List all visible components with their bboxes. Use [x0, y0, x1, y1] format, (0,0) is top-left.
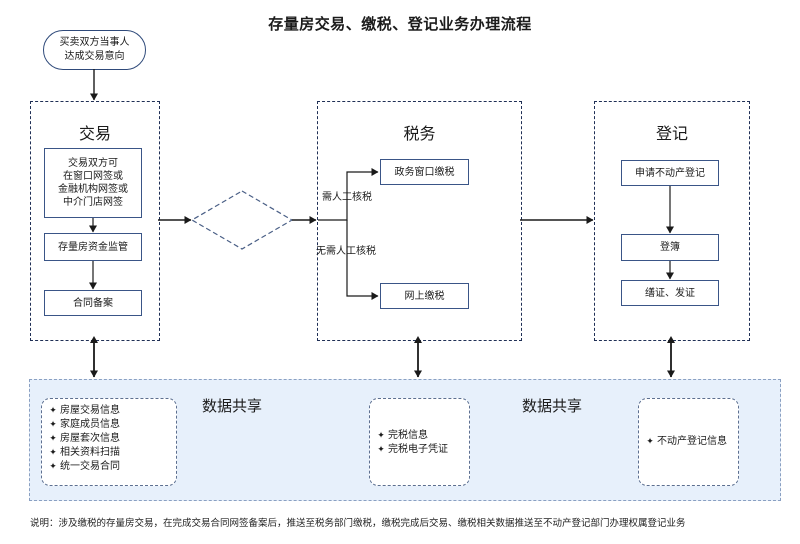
footnote: 说明：涉及缴税的存量房交易，在完成交易合同网签备案后，推送至税务部门缴税，缴税完…: [30, 518, 686, 529]
online-tax-box: 网上缴税: [380, 283, 469, 309]
diamond-bullet-icon: ✦: [646, 437, 654, 447]
trade-data-item: ✦相关资料扫描: [46, 446, 172, 460]
decision-label: 交易缴税: [222, 213, 262, 224]
fund-supervision-box: 存量房资金监管: [44, 233, 142, 261]
diamond-bullet-icon: ✦: [49, 462, 57, 472]
trade-data-box: ✦房屋交易信息 ✦家庭成员信息 ✦房屋套次信息 ✦相关资料扫描 ✦统一交易合同: [41, 398, 177, 486]
data-sharing-panel: 数据共享 数据共享 ✦房屋交易信息 ✦家庭成员信息 ✦房屋套次信息 ✦相关资料扫…: [29, 379, 781, 501]
diamond-bullet-icon: ✦: [49, 434, 57, 444]
auto-tax-label: 无需人工核税: [316, 246, 376, 257]
contract-filing-box: 合同备案: [44, 290, 142, 316]
trade-data-item: ✦家庭成员信息: [46, 418, 172, 432]
start-node: 买卖双方当事人 达成交易意向: [43, 30, 146, 70]
window-tax-box: 政务窗口缴税: [380, 159, 469, 185]
sign-line-1: 交易双方可: [68, 158, 118, 169]
diamond-bullet-icon: ✦: [377, 431, 385, 441]
trade-data-item: ✦房屋套次信息: [46, 432, 172, 446]
register-section-title: 登记: [655, 124, 688, 143]
diamond-bullet-icon: ✦: [377, 445, 385, 455]
sign-contract-box: 交易双方可 在窗口网签或 金融机构网签或 中介门店网签: [44, 148, 142, 218]
trade-data-item: ✦统一交易合同: [46, 460, 172, 474]
start-line-1: 买卖双方当事人: [59, 37, 130, 48]
diamond-bullet-icon: ✦: [49, 406, 57, 416]
diamond-bullet-icon: ✦: [49, 420, 57, 430]
apply-register-box: 申请不动产登记: [621, 160, 719, 186]
trade-section-title: 交易: [78, 124, 111, 143]
sign-line-3: 金融机构网签或: [58, 184, 128, 195]
start-line-2: 达成交易意向: [64, 51, 125, 62]
register-data-box: ✦不动产登记信息: [638, 398, 739, 486]
certify-box: 缮证、发证: [621, 280, 719, 306]
register-data-item: ✦不动产登记信息: [643, 435, 734, 449]
trade-data-item: ✦房屋交易信息: [46, 404, 172, 418]
book-entry-box: 登簿: [621, 234, 719, 261]
tax-data-box: ✦完税信息 ✦完税电子凭证: [369, 398, 470, 486]
manual-tax-label: 需人工核税: [322, 192, 372, 203]
sign-line-2: 在窗口网签或: [63, 171, 123, 182]
data-sharing-title-right: 数据共享: [522, 397, 583, 415]
diamond-bullet-icon: ✦: [49, 448, 57, 458]
tax-data-item: ✦完税电子凭证: [374, 443, 465, 457]
diagram-title: 存量房交易、缴税、登记业务办理流程: [268, 15, 532, 33]
sign-line-4: 中介门店网签: [63, 197, 123, 208]
tax-section-title: 税务: [403, 124, 436, 143]
data-sharing-title-left: 数据共享: [202, 397, 263, 415]
tax-data-item: ✦完税信息: [374, 429, 465, 443]
